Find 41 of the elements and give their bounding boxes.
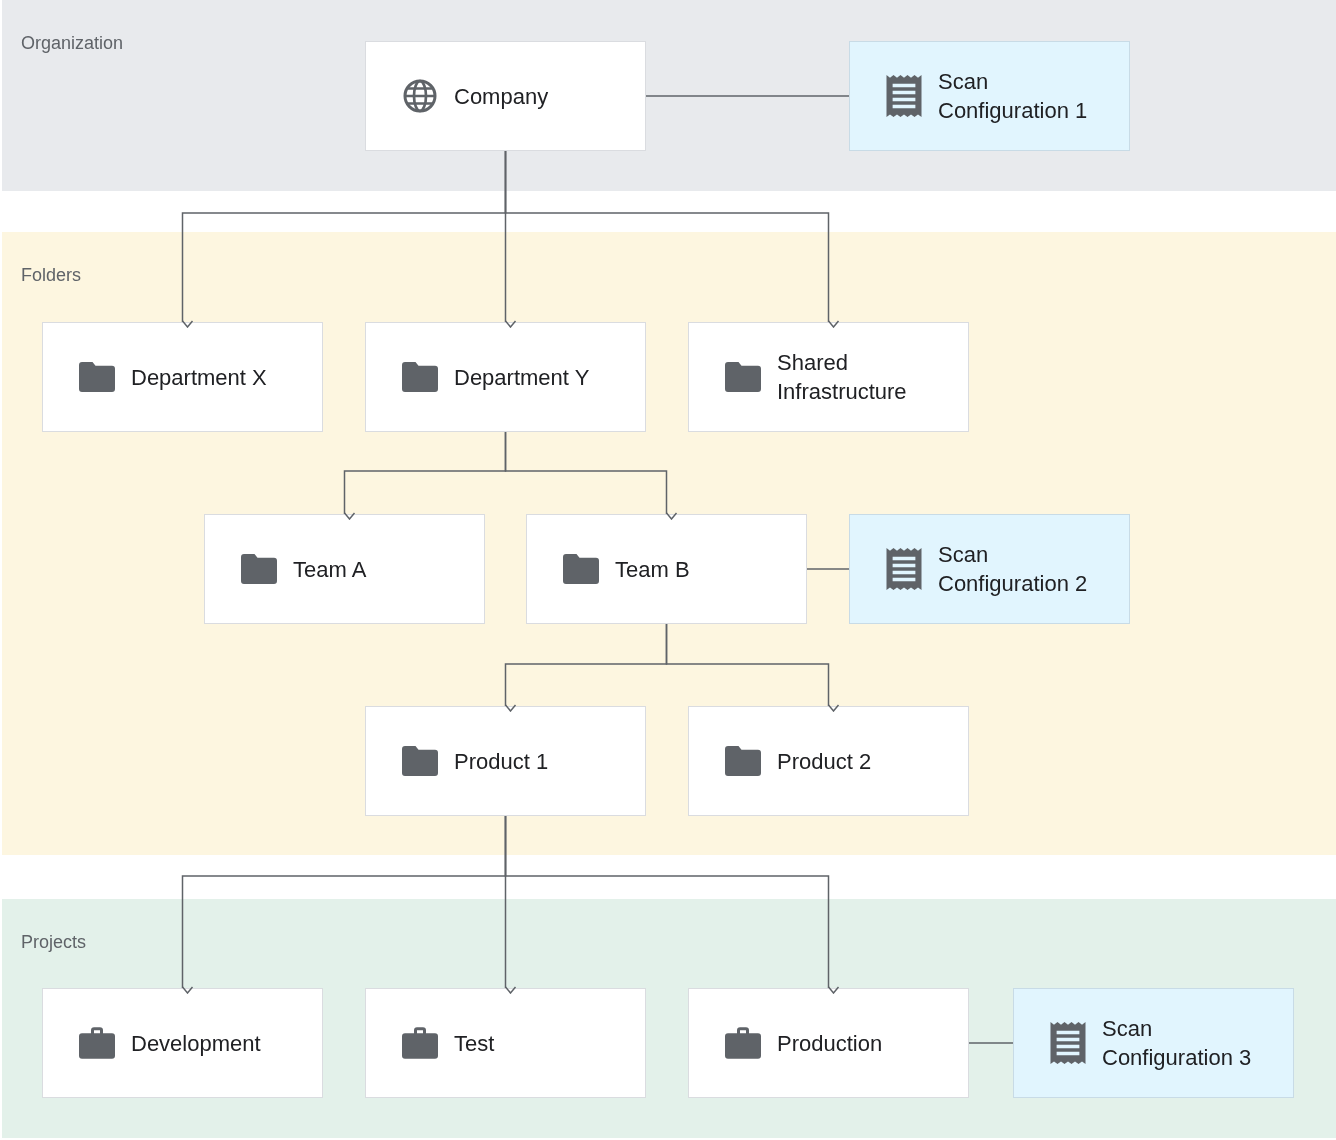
resource-box <box>42 322 323 432</box>
node-label: Team B <box>615 555 690 584</box>
connector-line <box>504 150 840 328</box>
resource-box <box>526 514 807 624</box>
node-label: Production <box>777 1029 883 1058</box>
connector-line <box>645 95 850 97</box>
node-label: Test <box>454 1029 495 1058</box>
resource-box <box>204 514 485 624</box>
node-label: Department X <box>131 363 267 392</box>
resource-box <box>365 322 646 432</box>
connector-line <box>665 623 840 712</box>
connector-line <box>968 1042 1014 1044</box>
node-label: Shared Infrastructure <box>777 349 908 406</box>
resource-box <box>365 41 646 151</box>
config-box <box>1013 988 1294 1098</box>
resource-box <box>688 322 969 432</box>
config-box <box>849 41 1130 151</box>
node-label: Product 2 <box>777 747 872 776</box>
resource-box <box>365 706 646 816</box>
connector-line <box>806 568 850 570</box>
layer-label: Organization <box>21 32 124 55</box>
layer-label: Projects <box>21 931 87 954</box>
layer-band <box>2 232 1336 855</box>
node-label: Scan Configuration 3 <box>1102 1015 1253 1072</box>
resource-box <box>688 706 969 816</box>
resource-box <box>42 988 323 1098</box>
node-label: Team A <box>293 555 367 584</box>
connector-line <box>504 815 840 994</box>
node-label: Department Y <box>454 363 590 392</box>
connector-line <box>504 431 678 520</box>
node-label: Company <box>454 82 549 111</box>
node-label: Product 1 <box>454 747 549 776</box>
resource-box <box>365 988 646 1098</box>
node-label: Scan Configuration 1 <box>938 68 1089 125</box>
layer-label: Folders <box>21 264 82 287</box>
node-label: Development <box>131 1029 261 1058</box>
layer-band <box>2 0 1336 191</box>
layer-band <box>2 899 1336 1138</box>
config-box <box>849 514 1130 624</box>
node-label: Scan Configuration 2 <box>938 541 1089 598</box>
resource-box <box>688 988 969 1098</box>
